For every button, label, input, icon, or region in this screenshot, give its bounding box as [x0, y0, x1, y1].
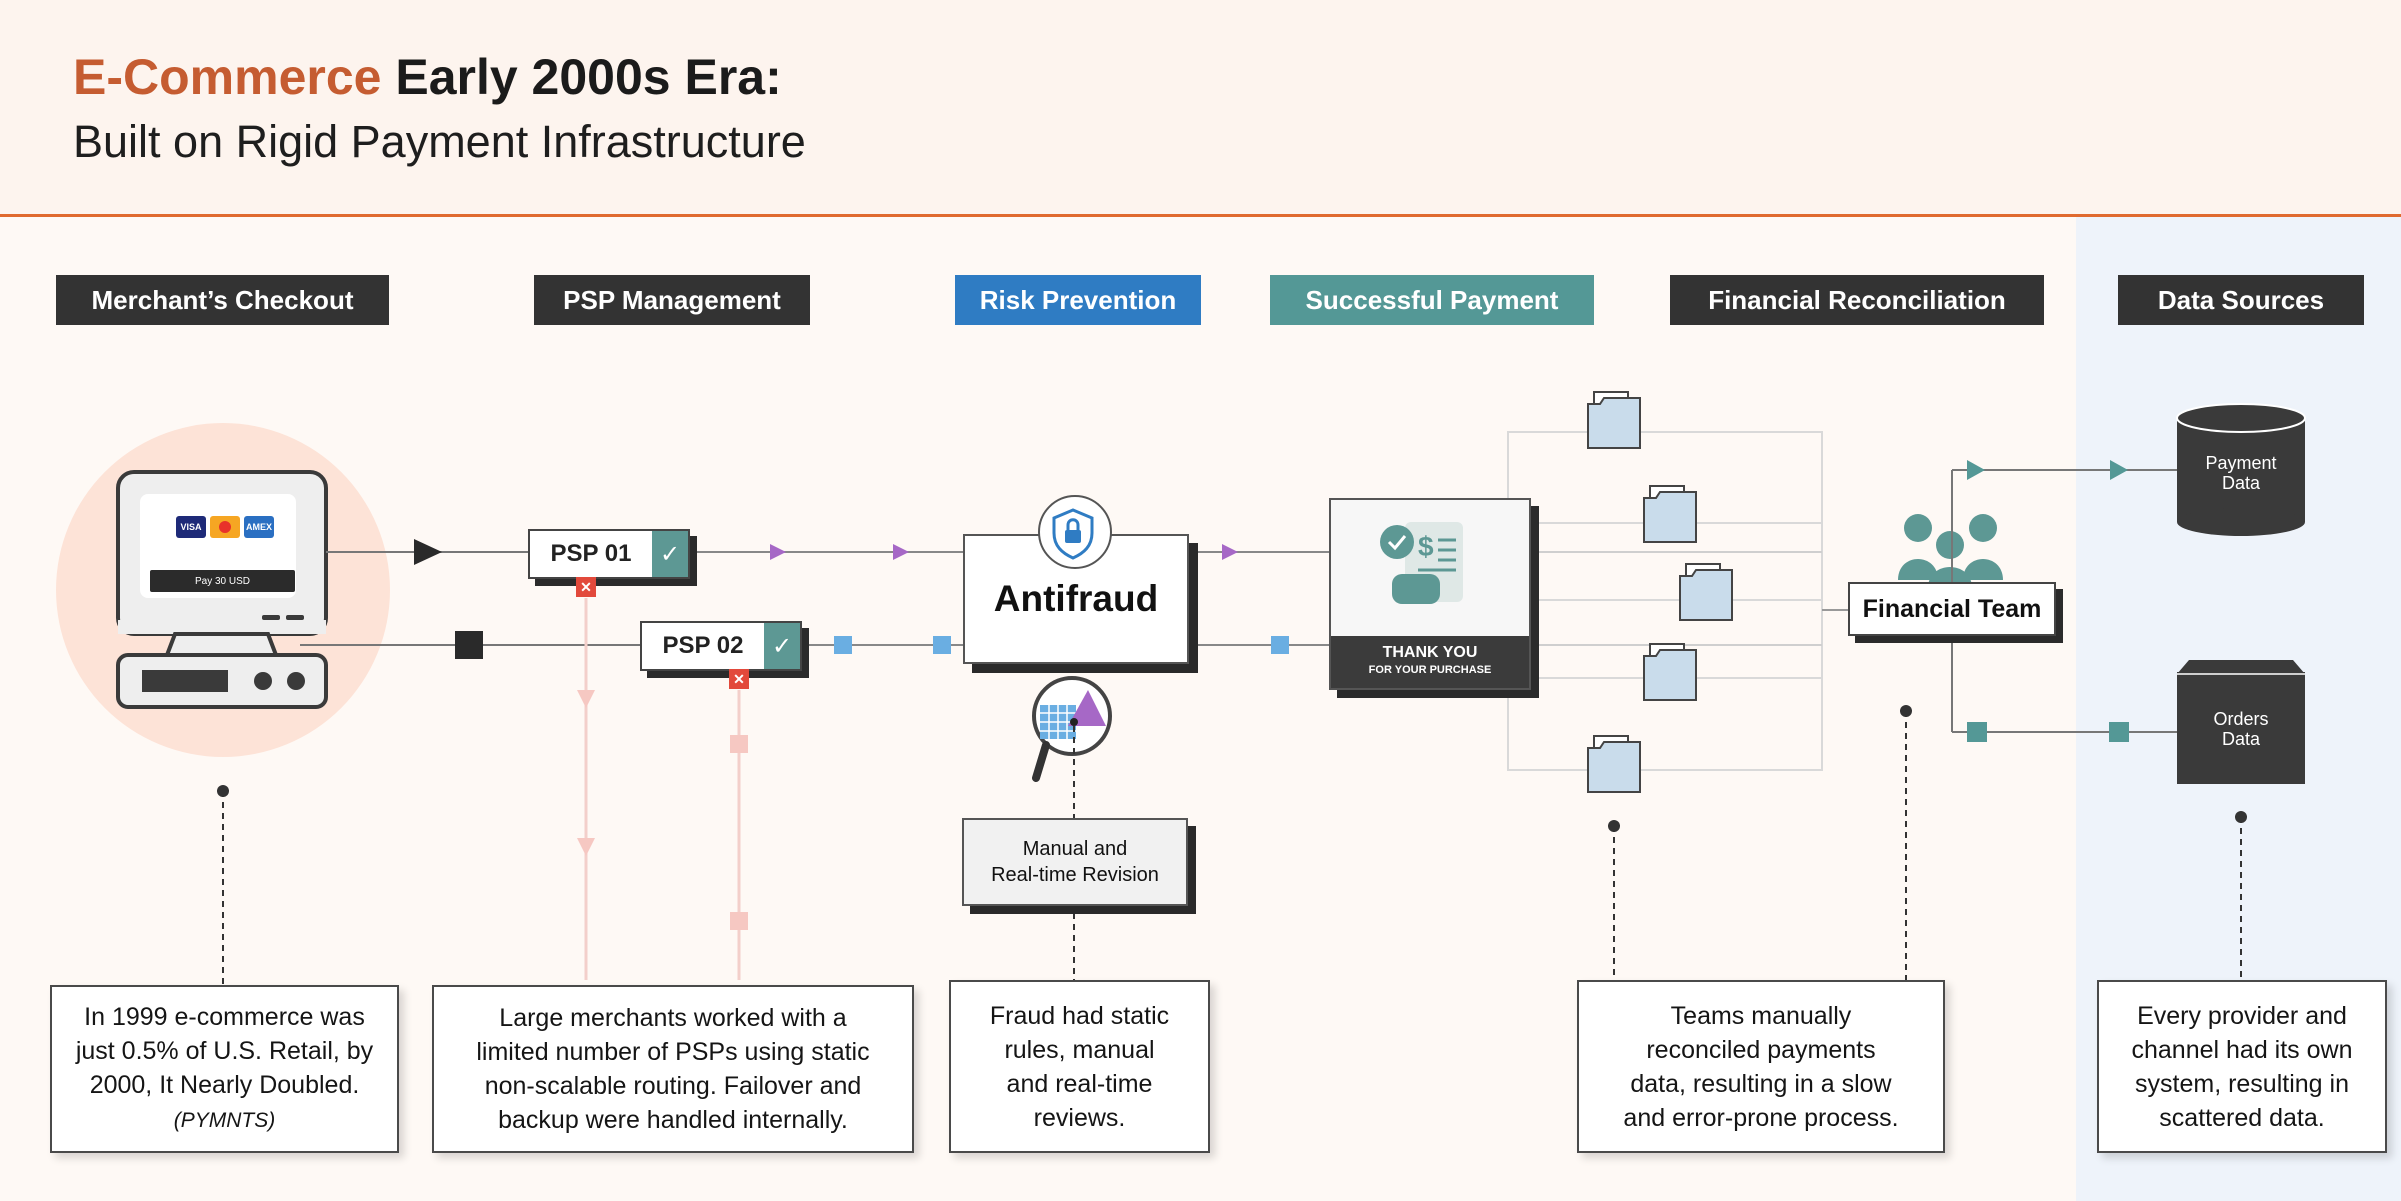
- flow-square-psp2-a: [834, 636, 852, 654]
- note-source: (PYMNTS): [173, 1109, 276, 1132]
- note-line: and real-time: [1006, 1069, 1153, 1098]
- mastercard-logo: [210, 516, 240, 538]
- visa-logo: VISA: [176, 516, 206, 538]
- note-line: Every provider and: [2137, 1001, 2347, 1030]
- note-line: Fraud had static: [989, 1001, 1170, 1030]
- note-risk: Fraud had static rules, manual and real-…: [949, 980, 1210, 1153]
- flow-arrow-psp1-b: [893, 544, 909, 560]
- note-line: data, resulting in a slow: [1630, 1069, 1892, 1098]
- orders-data-line-2: Data: [2221, 729, 2261, 749]
- note-checkout: In 1999 e-commerce was just 0.5% of U.S.…: [50, 985, 399, 1153]
- title-rest: Early 2000s Era:: [381, 49, 782, 105]
- note-line: channel had its own: [2131, 1035, 2353, 1064]
- note-line: reconciled payments: [1646, 1035, 1876, 1064]
- header: E-Commerce Early 2000s Era: Built on Rig…: [0, 0, 2401, 217]
- team-icon: [1898, 514, 2003, 588]
- financial-team-box: Financial Team: [1848, 582, 2056, 636]
- stage-label-psp: PSP Management: [534, 275, 810, 325]
- thank-you-text: THANK YOU: [1382, 644, 1478, 661]
- thank-you-card: THANK YOU FOR YOUR PURCHASE: [1329, 498, 1531, 690]
- flow-arrow-checkout: [414, 539, 442, 565]
- close-icon: ✕: [729, 669, 749, 689]
- page-subtitle: Built on Rigid Payment Infrastructure: [73, 116, 806, 167]
- box-icon: [2177, 660, 2305, 784]
- psp-02-label: PSP 02: [662, 632, 744, 659]
- note-line: Large merchants worked with a: [499, 1004, 847, 1032]
- database-icon: [2176, 403, 2306, 536]
- note-line: backup were handled internally.: [498, 1106, 848, 1134]
- stage-label-success: Successful Payment: [1270, 275, 1594, 325]
- psp-01-label: PSP 01: [550, 540, 632, 567]
- amex-logo: AMEX: [244, 516, 274, 538]
- stage-label-datasources: Data Sources: [2118, 275, 2364, 325]
- note-psp: Large merchants worked with a limited nu…: [432, 985, 914, 1153]
- note-line: and error-prone process.: [1623, 1103, 1899, 1132]
- note-datasources: Every provider and channel had its own s…: [2097, 980, 2387, 1153]
- magnifier-icon: [1032, 676, 1112, 782]
- manual-revision-box: Manual and Real-time Revision: [962, 818, 1188, 906]
- close-icon: ✕: [576, 577, 596, 597]
- note-line: rules, manual: [1004, 1035, 1155, 1064]
- psp-01-box: PSP 01 ✓: [528, 529, 690, 579]
- flow-square-psp2-b: [933, 636, 951, 654]
- note-line: just 0.5% of U.S. Retail, by: [75, 1037, 374, 1065]
- revision-line-2: Real-time Revision: [991, 864, 1159, 886]
- page-title: E-Commerce Early 2000s Era:: [73, 48, 782, 106]
- note-line: 2000, It Nearly Doubled.: [89, 1071, 360, 1099]
- payment-data-line-1: Payment: [2205, 453, 2277, 473]
- flow-arrow-antifraud: [1222, 544, 1238, 560]
- note-line: Teams manually: [1670, 1001, 1852, 1030]
- check-icon: ✓: [652, 531, 688, 577]
- stage-label-reconciliation: Financial Reconciliation: [1670, 275, 2044, 325]
- for-purchase-text: FOR YOUR PURCHASE: [1368, 664, 1492, 676]
- shield-badge: [1038, 495, 1112, 569]
- note-line: limited number of PSPs using static: [476, 1038, 870, 1066]
- flow-square-antifraud: [1271, 636, 1289, 654]
- note-line: system, resulting in: [2135, 1069, 2349, 1098]
- orders-data-label: Orders Data: [2177, 709, 2305, 749]
- payment-data-line-2: Data: [2221, 473, 2261, 493]
- orders-data-line-1: Orders: [2213, 709, 2269, 729]
- payment-data-label: Payment Data: [2177, 453, 2305, 493]
- note-line: In 1999 e-commerce was: [84, 1003, 365, 1031]
- stage-label-checkout: Merchant’s Checkout: [56, 275, 389, 325]
- psp-02-box: PSP 02 ✓: [640, 621, 802, 671]
- revision-line-1: Manual and: [1022, 838, 1128, 860]
- stage-label-risk: Risk Prevention: [955, 275, 1201, 325]
- flow-square-checkout: [455, 631, 483, 659]
- title-accent: E-Commerce: [73, 49, 382, 105]
- thank-you-bar: THANK YOU FOR YOUR PURCHASE: [1331, 636, 1529, 688]
- note-line: reviews.: [1033, 1103, 1126, 1132]
- flow-arrow-psp1-a: [770, 544, 786, 560]
- note-line: scattered data.: [2159, 1103, 2325, 1132]
- check-icon: ✓: [764, 623, 800, 669]
- note-line: non-scalable routing. Failover and: [484, 1072, 862, 1100]
- pay-button[interactable]: Pay 30 USD: [150, 570, 295, 592]
- folder-icon: [1587, 391, 1733, 793]
- note-reconciliation: Teams manually reconciled payments data,…: [1577, 980, 1945, 1153]
